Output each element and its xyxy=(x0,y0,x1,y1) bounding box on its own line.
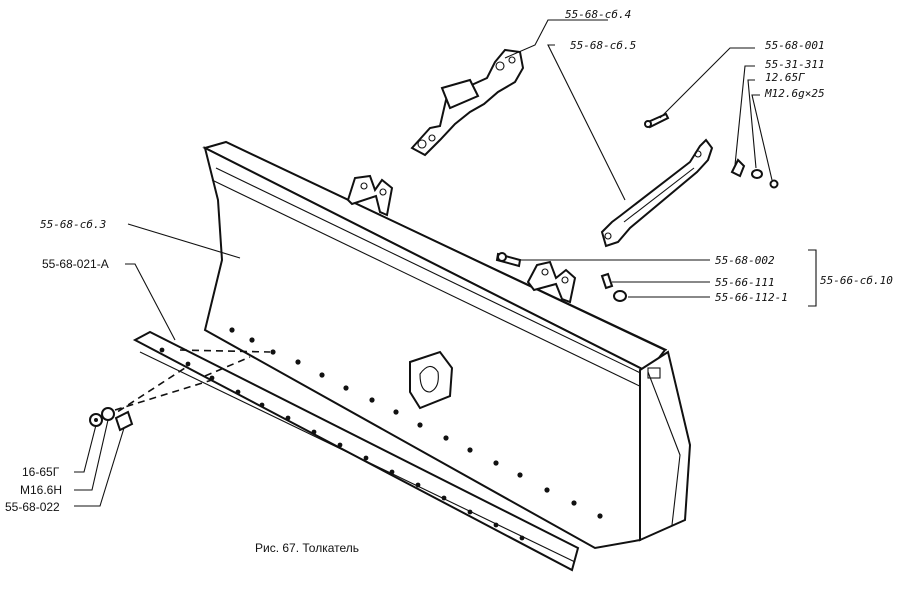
label-16-65g: 16-65Г xyxy=(22,465,60,479)
pin-55-68-001 xyxy=(644,112,670,129)
label-sb3: 55-68-сб.3 xyxy=(40,218,106,231)
pin-55-68-002 xyxy=(495,252,522,268)
strut-assembly-sb4 xyxy=(410,48,525,157)
bolt-nut-washer-set xyxy=(89,407,134,432)
label-55-66-111: 55-66-111 xyxy=(715,276,775,289)
label-sb10: 55-66-сб.10 xyxy=(820,274,893,287)
label-sb4: 55-68-сб.4 xyxy=(565,8,631,21)
label-55-68-022: 55-68-022 xyxy=(5,500,60,514)
leader-lines xyxy=(74,19,817,507)
label-12-65g: 12.65Г xyxy=(765,71,805,84)
assembly-dash-lines xyxy=(107,349,271,419)
label-sb5: 55-68-сб.5 xyxy=(570,39,636,52)
cotter-and-washers xyxy=(730,158,779,189)
part-labels: 55-68-сб.4 55-68-сб.5 55-68-001 55-31-31… xyxy=(5,8,893,514)
figure-caption: Рис. 67. Толкатель xyxy=(255,541,359,555)
label-m16: M16.6H xyxy=(20,483,62,497)
label-55-66-112-1: 55-66-112-1 xyxy=(715,291,788,304)
label-55-68-021-a: 55-68-021-A xyxy=(42,257,109,271)
pin-55-66-111 xyxy=(600,272,614,290)
label-55-68-002: 55-68-002 xyxy=(715,254,775,267)
cutting-edge-strip xyxy=(132,330,580,572)
rod-assembly-sb5 xyxy=(600,138,714,248)
label-55-68-001: 55-68-001 xyxy=(765,39,825,52)
blade-assembly xyxy=(202,140,692,550)
label-m12: M12.6g×25 xyxy=(764,87,825,100)
label-55-31-311: 55-31-311 xyxy=(765,58,825,71)
washer-55-66-112-1 xyxy=(613,290,627,302)
blade-bolt-holes xyxy=(229,327,603,519)
